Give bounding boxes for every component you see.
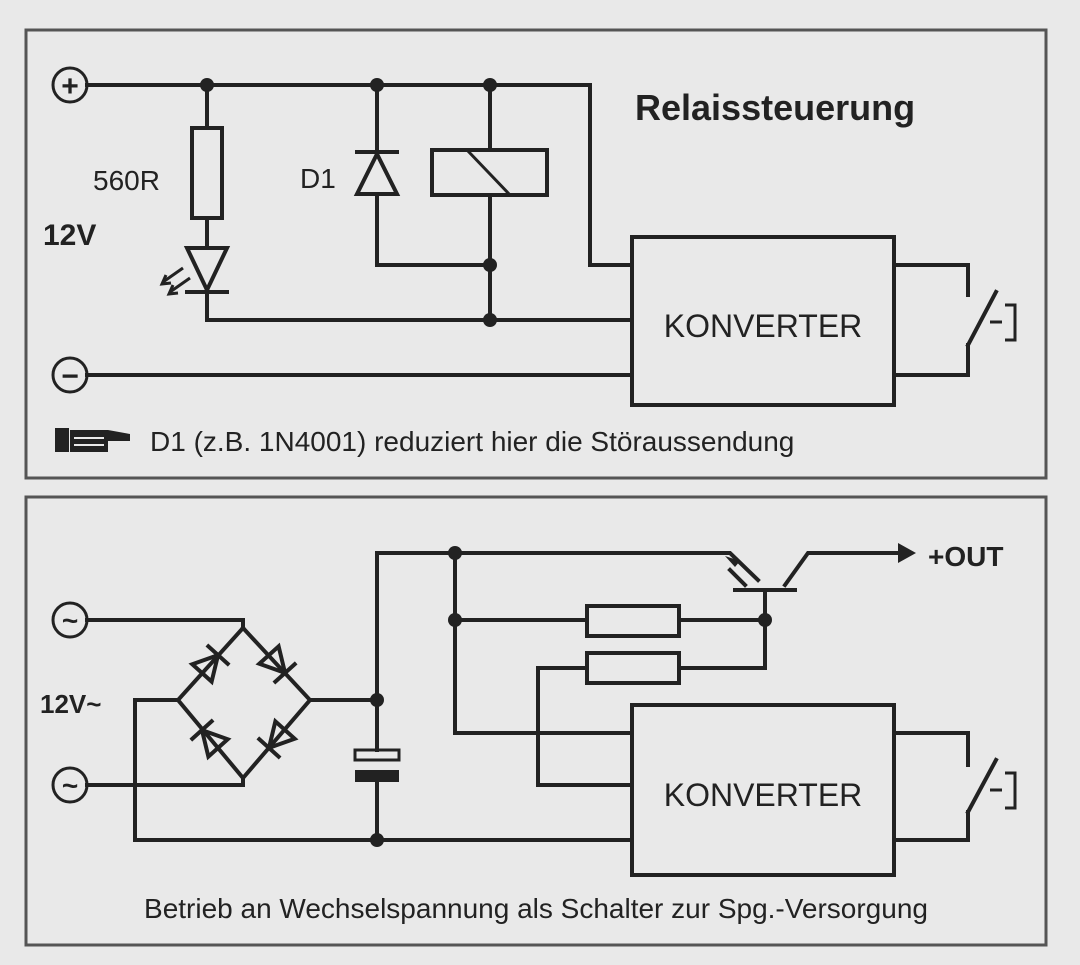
ac-terminal-top-symbol: ~ — [62, 605, 78, 636]
output-label: +OUT — [928, 541, 1003, 572]
junction-dot — [200, 78, 214, 92]
positive-rail-wire — [85, 83, 634, 267]
converter-block-2 — [630, 703, 896, 877]
panel-title: Relaissteuerung — [635, 87, 915, 128]
plus-terminal-symbol: + — [61, 70, 79, 103]
converter-block — [630, 235, 896, 407]
junction-dot — [370, 78, 384, 92]
diode-lead-bottom — [375, 192, 492, 267]
note-text: D1 (z.B. 1N4001) reduziert hier die Stör… — [150, 426, 794, 457]
capacitor-symbol — [353, 748, 401, 782]
switch-contact-symbol-2 — [892, 731, 1017, 842]
switch-contact-symbol — [892, 263, 1017, 377]
transistor-symbol — [725, 543, 916, 622]
diode-label: D1 — [300, 163, 336, 194]
junction-dot — [483, 78, 497, 92]
panel-relay-control: Relaissteuerung + − 560R 12V — [24, 28, 1048, 480]
led-symbol — [159, 246, 231, 296]
converter-label-2: KONVERTER — [664, 777, 863, 813]
resistor2-to-converter-wire — [536, 666, 634, 787]
minus-terminal-symbol: − — [61, 360, 79, 393]
pointing-hand-icon — [55, 428, 130, 452]
positive-bus-top — [375, 551, 761, 583]
junction-dot — [370, 833, 384, 847]
junction-dot — [483, 313, 497, 327]
panel-ac-operation: ~ ~ 12V~ — [24, 495, 1048, 947]
junction-dot — [448, 613, 462, 627]
voltage-label: 12V — [43, 219, 96, 252]
ac-voltage-label: 12V~ — [40, 689, 101, 719]
ac-terminal-bottom-symbol: ~ — [62, 770, 78, 801]
bridge-rectifier-symbol — [175, 625, 313, 782]
junction-dot — [758, 613, 772, 627]
junction-dot — [483, 258, 497, 272]
resistor-label: 560R — [93, 165, 160, 196]
junction-dot — [448, 546, 462, 560]
caption-text: Betrieb an Wechselspannung als Schalter … — [144, 893, 928, 924]
junction-dot — [370, 693, 384, 707]
negative-return-wire — [133, 698, 634, 842]
converter-label: KONVERTER — [664, 308, 863, 344]
